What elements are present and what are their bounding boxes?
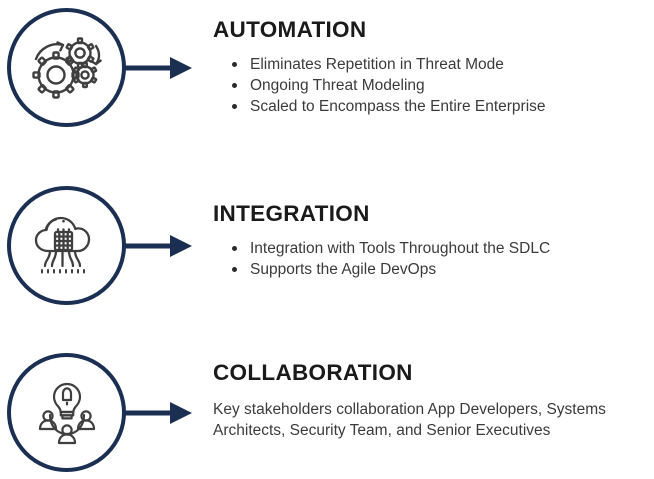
section-automation: AUTOMATION Eliminates Repetition in Thre…	[0, 8, 654, 148]
section-heading: AUTOMATION	[213, 17, 367, 42]
section-integration: INTEGRATION Integration with Tools Throu…	[0, 186, 654, 316]
gears-icon	[31, 36, 102, 99]
icon-badge-automation	[7, 8, 126, 127]
list-item: Scaled to Encompass the Entire Enterpris…	[232, 96, 654, 117]
icon-badge-collaboration	[7, 353, 126, 472]
text-block-collaboration: COLLABORATION Key stakeholders collabora…	[193, 353, 654, 441]
list-item: Ongoing Threat Modeling	[232, 75, 654, 96]
list-item: Supports the Agile DevOps	[232, 259, 654, 280]
cloud-chip-icon	[33, 215, 101, 277]
list-item: Eliminates Repetition in Threat Mode	[232, 54, 654, 75]
section-heading: INTEGRATION	[213, 201, 370, 226]
team-lightbulb-icon	[32, 381, 102, 445]
text-block-integration: INTEGRATION Integration with Tools Throu…	[193, 186, 654, 280]
bullet-list-integration: Integration with Tools Throughout the SD…	[213, 238, 654, 280]
text-block-automation: AUTOMATION Eliminates Repetition in Thre…	[193, 8, 654, 117]
section-heading: COLLABORATION	[213, 360, 413, 385]
list-item: Integration with Tools Throughout the SD…	[232, 238, 654, 259]
icon-badge-integration	[7, 186, 126, 305]
arrow-integration	[125, 186, 193, 305]
arrow-automation	[125, 8, 193, 127]
section-paragraph: Key stakeholders collaboration App Devel…	[213, 400, 606, 439]
bullet-list-automation: Eliminates Repetition in Threat Mode Ong…	[213, 54, 654, 117]
section-collaboration: COLLABORATION Key stakeholders collabora…	[0, 353, 654, 479]
arrow-collaboration	[125, 353, 193, 472]
